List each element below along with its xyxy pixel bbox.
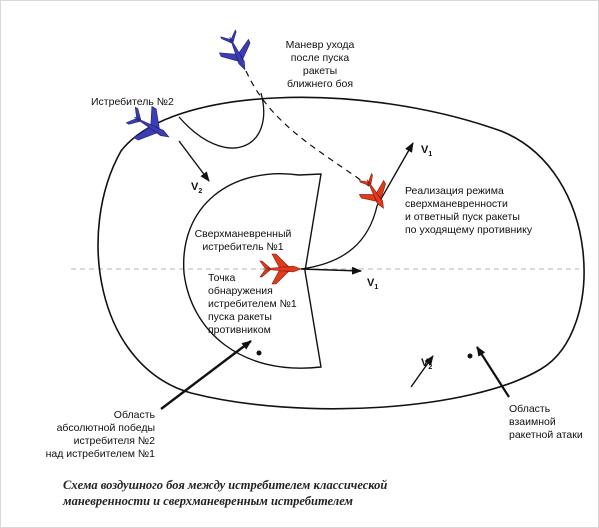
absolute-victory-pointer bbox=[160, 340, 252, 410]
v1-label-main: V1 bbox=[367, 277, 378, 291]
figure-caption: Схема воздушного боя между истребителем … bbox=[63, 478, 388, 508]
v1-vector-main bbox=[300, 266, 362, 275]
mutual-zone-dot bbox=[467, 353, 473, 359]
v1-vector-upper bbox=[376, 142, 414, 207]
escape-maneuver-curve bbox=[178, 92, 265, 149]
v1-label-upper: V1 bbox=[421, 144, 432, 158]
v2-label-lower: V2 bbox=[421, 357, 432, 371]
absolute-victory-label: Область абсолютной победы истребителя №2… bbox=[45, 409, 155, 460]
v2-vector-upper bbox=[178, 140, 210, 182]
mutual-attack-pointer bbox=[476, 346, 510, 398]
supermaneuverable-fighter-label: Сверхманевренный истребитель №1 bbox=[194, 228, 292, 253]
mutual-attack-label: Область взаимной ракетной атаки bbox=[509, 403, 583, 441]
supermaneuver-curve bbox=[300, 205, 378, 270]
fighter2-label: Истребитель №2 bbox=[91, 96, 174, 108]
mutual-attack-zone-outline bbox=[97, 96, 585, 410]
supermaneuver-mode-label: Реализация режима сверхманевренности и о… bbox=[405, 185, 533, 236]
detection-point-dot bbox=[256, 350, 262, 356]
detection-point-label: Точка обнаружения истребителем №1 пуска … bbox=[208, 272, 297, 336]
fighter1-icon bbox=[259, 253, 302, 285]
v2-label-upper: V2 bbox=[191, 181, 202, 195]
fighter1-maneuver-icon bbox=[358, 172, 386, 209]
fighter2-icon bbox=[125, 105, 170, 141]
escape-maneuver-label: Маневр ухода после пуска ракеты ближнего… bbox=[285, 39, 355, 90]
absolute-victory-zone-outline bbox=[183, 173, 322, 369]
v2-vector-lower bbox=[410, 355, 434, 388]
fighter2-upper-icon bbox=[218, 29, 251, 71]
